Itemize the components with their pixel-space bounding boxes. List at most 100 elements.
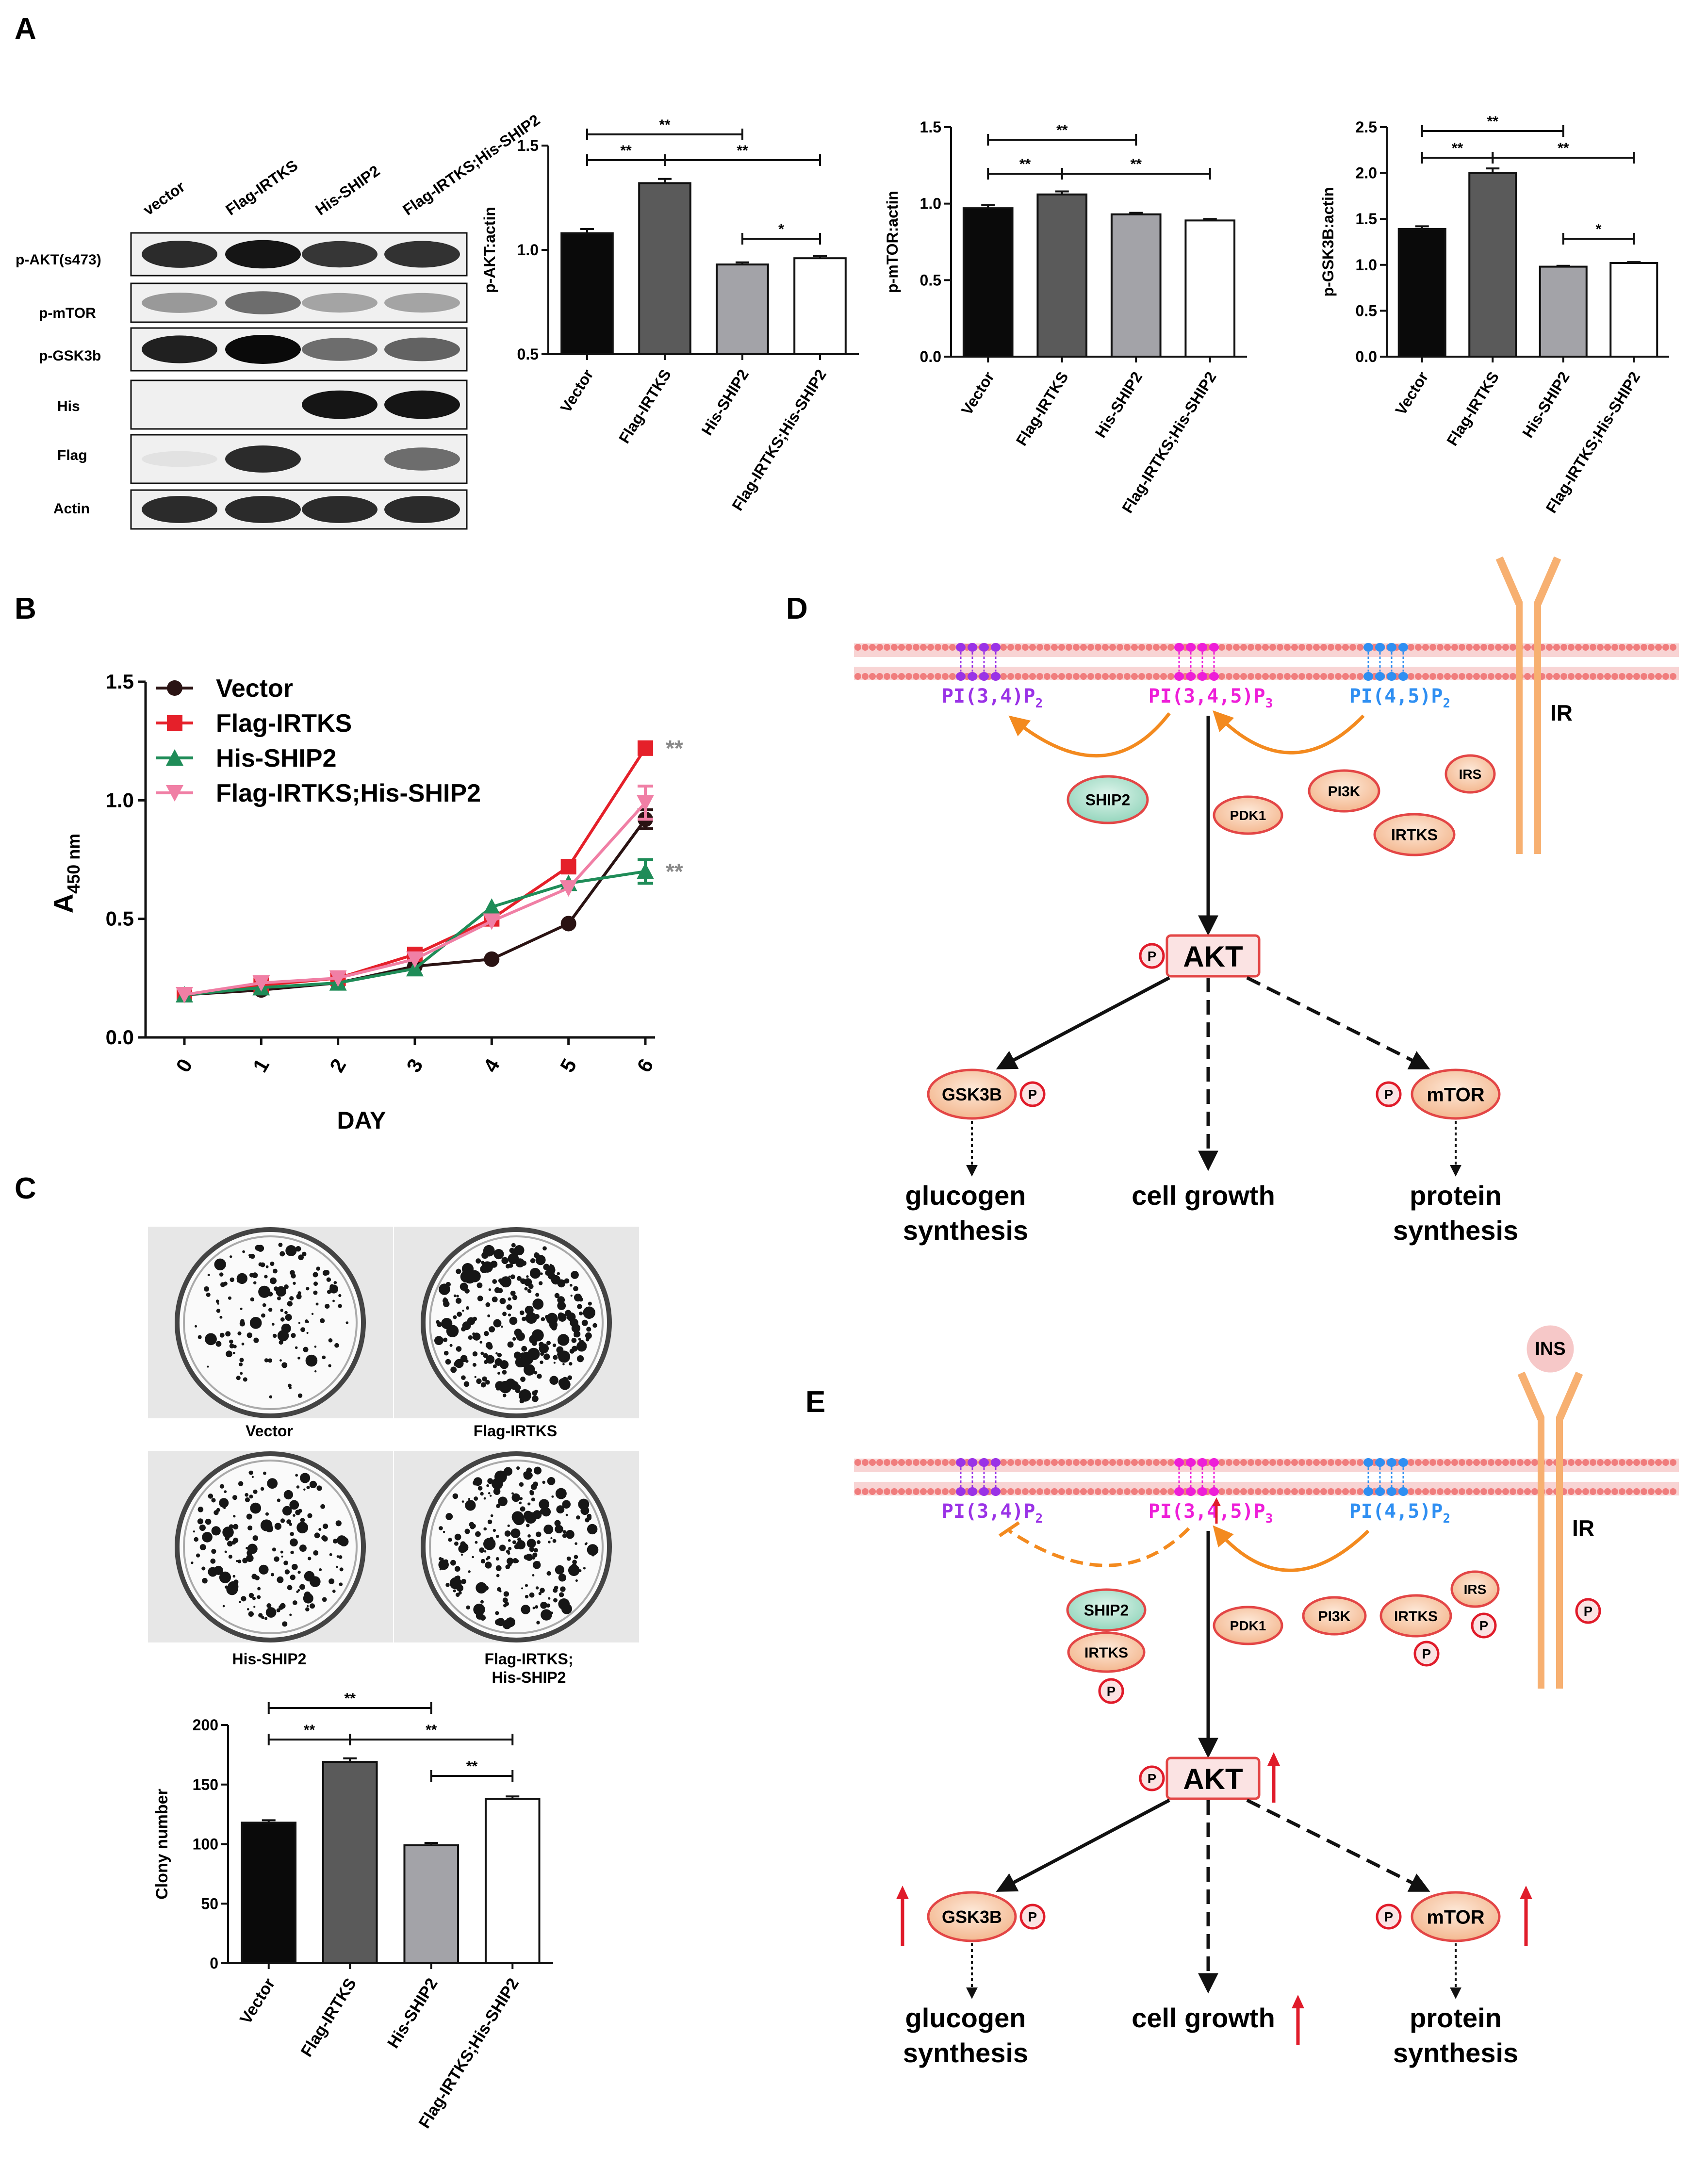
y-tick-label: 0.5	[106, 907, 134, 930]
colony-dot	[477, 1585, 484, 1592]
marker-triangle-down	[483, 913, 501, 930]
membrane-head	[1510, 1488, 1516, 1495]
membrane-head	[1116, 673, 1123, 680]
colony-dot	[555, 1488, 567, 1499]
membrane-head	[1568, 1459, 1575, 1466]
blot-band	[225, 496, 301, 523]
colony-dot	[558, 1334, 570, 1346]
membrane-head	[1066, 1459, 1072, 1466]
membrane-head	[1582, 1488, 1589, 1495]
colony-dot	[445, 1583, 450, 1587]
colony-dot	[514, 1544, 520, 1549]
colony-dot	[453, 1315, 457, 1319]
colony-dot	[441, 1558, 444, 1560]
x-tick-label: Vector	[958, 369, 998, 418]
colony-dot	[502, 1597, 508, 1603]
colony-dot	[296, 1485, 300, 1489]
colony-dot	[540, 1588, 545, 1593]
blot-band	[384, 337, 460, 361]
membrane-head	[935, 673, 941, 680]
membrane-head	[1313, 673, 1320, 680]
membrane-head	[1044, 673, 1050, 680]
colony-dot	[531, 1329, 544, 1342]
colony-dot	[217, 1302, 219, 1305]
colony-dot	[202, 1577, 208, 1584]
membrane-head	[884, 1488, 890, 1495]
membrane-head	[1459, 644, 1465, 651]
colony-dot	[443, 1530, 445, 1533]
lipid-head	[1174, 643, 1184, 652]
membrane-head	[1138, 644, 1145, 651]
colony-dot	[494, 1470, 507, 1483]
colony-dot	[580, 1342, 587, 1348]
colony-dot	[558, 1312, 564, 1318]
membrane-head	[1022, 1459, 1029, 1466]
membrane-head	[1466, 1459, 1473, 1466]
colony-dot	[560, 1586, 566, 1592]
sig-label: **	[466, 1758, 478, 1774]
membrane-head	[1459, 673, 1465, 680]
colony-dot	[495, 1352, 498, 1355]
colony-dot	[313, 1550, 319, 1556]
membrane-head	[1619, 644, 1625, 651]
colony-dot	[465, 1306, 470, 1310]
colony-dot	[514, 1329, 522, 1337]
lipid-head	[1198, 672, 1207, 681]
colony-dot	[229, 1339, 233, 1344]
y-tick-label: 0.0	[920, 348, 941, 365]
colony-dot	[194, 1537, 199, 1542]
membrane-head	[1218, 1459, 1225, 1466]
colony-dot	[464, 1528, 470, 1534]
blot-band	[142, 293, 217, 313]
colony-dot	[445, 1359, 451, 1365]
membrane-head	[1510, 644, 1516, 651]
colony-dot	[535, 1255, 546, 1265]
lipid-head	[1186, 643, 1196, 652]
membrane-head	[1648, 1488, 1655, 1495]
irs-node-shape	[1450, 1570, 1500, 1608]
colony-dot	[540, 1601, 547, 1609]
colony-dot	[211, 1498, 216, 1503]
colony-dot	[519, 1497, 523, 1500]
membrane-head	[920, 1459, 927, 1466]
legend-label: Flag-IRTKS;His-SHIP2	[216, 779, 481, 807]
colony-dot	[219, 1484, 225, 1489]
membrane-head	[862, 1488, 869, 1495]
colony-dot	[512, 1337, 516, 1341]
colony-dot	[303, 1593, 313, 1604]
membrane-head	[884, 673, 890, 680]
colony-dot	[529, 1267, 541, 1279]
colony-dot	[492, 1279, 497, 1284]
panel-label-e: E	[805, 1385, 825, 1419]
membrane-head	[1473, 673, 1480, 680]
western-blot: vector Flag-IRTKS His-SHIP2 Flag-IRTKS;H…	[16, 111, 543, 530]
colony-dot	[497, 1372, 500, 1375]
lipid-head	[979, 1458, 989, 1467]
colony-dot	[502, 1620, 512, 1629]
colony-dot	[223, 1506, 226, 1510]
colony-dot	[268, 1358, 273, 1363]
colony-dot	[585, 1337, 590, 1342]
colony-dot	[264, 1358, 269, 1363]
membrane-head	[1459, 1488, 1465, 1495]
colony-dot	[208, 1494, 213, 1499]
colony-dot	[310, 1576, 321, 1587]
membrane-head	[1102, 644, 1109, 651]
membrane-head	[1051, 644, 1058, 651]
x-tick-label: Flag-IRTKS	[1013, 369, 1072, 449]
mtor-node-shape	[1411, 1891, 1501, 1942]
x-tick-label: 0	[171, 1055, 197, 1076]
membrane-head	[891, 673, 898, 680]
colony-dot	[483, 1527, 487, 1531]
colony-dot	[474, 1376, 476, 1378]
membrane-head	[1233, 673, 1240, 680]
membrane-head	[1408, 673, 1414, 680]
sig-label: **	[1558, 140, 1569, 156]
receptor-chain	[1538, 1417, 1544, 1689]
colony-dot	[434, 1336, 443, 1346]
phospho-badge	[1376, 1904, 1402, 1930]
marker-triangle-down	[176, 987, 193, 1004]
panel-label-a: A	[15, 12, 36, 46]
